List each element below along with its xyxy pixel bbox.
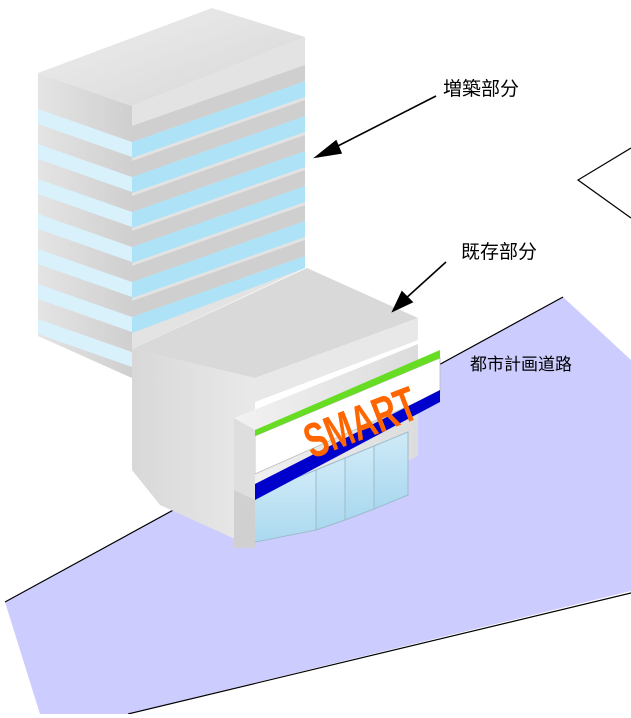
existing-building-roof [132,268,418,378]
existing-building-base [234,490,255,548]
extension-left-window-bands [38,109,132,367]
extension-right-window-bands [132,81,305,333]
road-label: 都市計画道路 [470,355,572,375]
sign-green-stripe [255,350,440,436]
sign-blue-stripe [255,390,440,500]
extension-right-wall-stripes [132,65,305,317]
callout-outline [576,147,631,219]
extension-building [38,8,305,378]
storefront-windows [239,431,409,546]
extension-label: 増築部分 [443,78,520,100]
existing-label: 既存部分 [461,241,538,263]
existing-building-roof-edge [255,318,418,402]
road-edge-lower [127,592,631,715]
existing-arrow [391,261,447,313]
existing-building: SMART [132,268,441,548]
extension-building-roof [38,8,305,106]
extension-arrow [313,95,437,159]
sign-side [234,418,255,500]
existing-building-side-wall [132,349,255,548]
